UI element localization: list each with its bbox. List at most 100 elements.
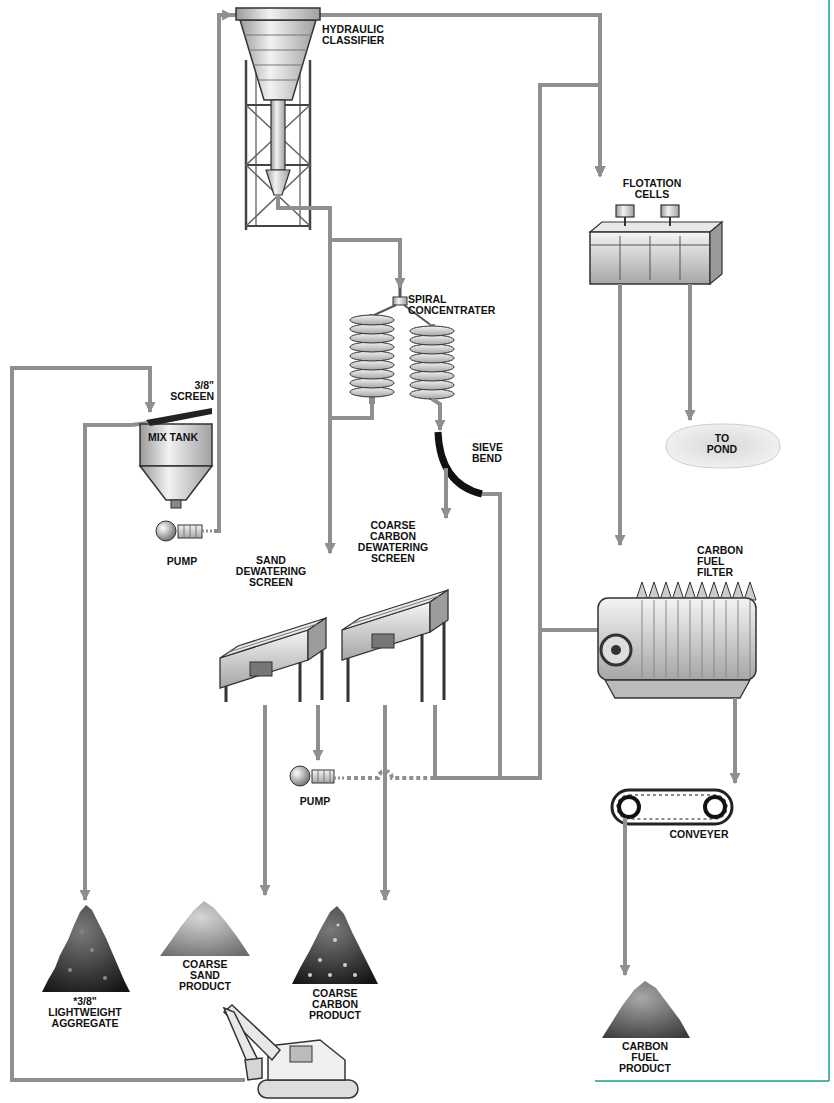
equipment-label: MIX TANK [136,432,210,443]
flow-line [444,500,448,518]
product-pile: *3/8" LIGHTWEIGHT AGGREGATE [35,900,135,1035]
fuel-pile [602,981,690,1038]
equipment-label: PUMP [285,796,345,807]
pump-art [334,777,345,780]
sand-screen-art [250,662,272,676]
flotation-cells-art [680,236,681,280]
excavator-art [245,1058,262,1080]
equipment-label: *3/8" LIGHTWEIGHT AGGREGATE [42,996,128,1029]
equipment-label: SIEVE BEND [472,442,514,464]
frame-line [828,0,830,1081]
sieve-bend-node: SIEVE BEND [432,430,516,500]
pump-art [312,770,334,783]
excavator-art [268,1040,345,1080]
equipment-label: COARSE CARBON DEWATERING SCREEN [348,520,438,564]
carbon-pile [318,958,322,962]
flow-line [85,425,132,900]
filter-art [601,635,631,665]
flotation-cells-art [590,222,722,232]
mix-tank-art [140,424,212,466]
classifier-art [278,195,330,232]
flow-line [688,288,692,420]
equipment-label: SPIRAL CONCENTRATER [408,294,500,316]
classifier-art [236,8,320,20]
frame-line [595,0,829,1081]
filter-art [611,645,621,655]
flotation-cells-art [710,222,722,284]
carbon-pile [343,963,347,967]
equipment-label: TO POND [702,433,742,455]
classifier-art [245,35,312,80]
screen-node: SAND DEWATERING SCREEN [208,553,334,705]
pump-art [290,766,310,786]
carbon-pile [333,938,337,942]
carbon-pile [328,973,332,977]
frame-line [595,1080,829,1082]
carbon-screen-art [348,622,444,702]
filter-art [605,680,750,698]
flotation-cells-art [661,205,679,217]
filter-art [733,698,737,705]
sand-pile [160,901,250,956]
carbon-screen-art [351,596,439,624]
flow-line [733,705,737,783]
conveyer-art [617,795,727,819]
product-pile: COARSE SAND PRODUCT [150,895,275,995]
pump-art [202,530,212,533]
equipment-label: SAND DEWATERING SCREEN [221,555,321,588]
flotation-cells-art [624,217,626,226]
carbon-pile [292,906,378,984]
flotation-cells-art [590,232,710,284]
conveyer-art [705,797,725,817]
pump-art [318,770,330,783]
spiral-art [393,297,407,305]
aggregate-pile [42,905,130,992]
mix-tank-art [132,408,212,508]
mix-tank-art [140,466,212,500]
equipment-label: CONVEYER [660,829,738,840]
flotation-cells-art [669,217,671,226]
classifier-art [318,13,398,17]
flow-line [623,845,627,975]
flow-line [500,85,600,778]
classifier-node: HYDRAULIC CLASSIFIER [232,0,398,232]
sieve-bend-art [482,494,500,500]
flotation-cells-art [650,236,651,280]
filter-art [642,600,750,678]
spiral-art [370,398,374,410]
mix-tank-art [146,408,212,426]
aggregate-pile [90,948,94,952]
sand-screen-art [220,618,326,702]
classifier-art [266,170,290,195]
flow-line [330,410,372,553]
equipment-label: HYDRAULIC CLASSIFIER [322,24,394,46]
pump-node: PUMP [152,518,214,570]
flow-line [435,85,600,778]
flow-line [383,705,387,900]
aggregate-pile [42,905,130,992]
classifier-art [299,70,301,226]
classifier-art [309,60,312,230]
spiral-art [350,315,394,325]
aggregate-pile [103,976,107,980]
excavator-art [12,368,358,1098]
product-pile: COARSE CARBON PRODUCT [280,900,395,1035]
filter-art [585,582,756,705]
equipment-label: COARSE CARBON PRODUCT [302,988,368,1021]
equipment-label: CARBON FUEL PRODUCT [612,1041,678,1074]
flotation-cells-art [688,284,692,288]
classifier-art [245,60,248,230]
product-pile: CARBON FUEL PRODUCT [595,975,700,1078]
excavator-art [224,1008,258,1064]
flow-line [316,705,320,760]
excavator-art [290,1046,312,1062]
filter-art [585,628,598,632]
sand-screen-art [226,650,322,702]
flow-line [618,288,622,545]
flow-line [347,85,600,778]
sand-screen-art [229,624,317,652]
spiral-art [432,399,440,410]
pond-art [666,424,780,468]
classifier-art [271,100,285,170]
spiral-art [410,326,454,336]
